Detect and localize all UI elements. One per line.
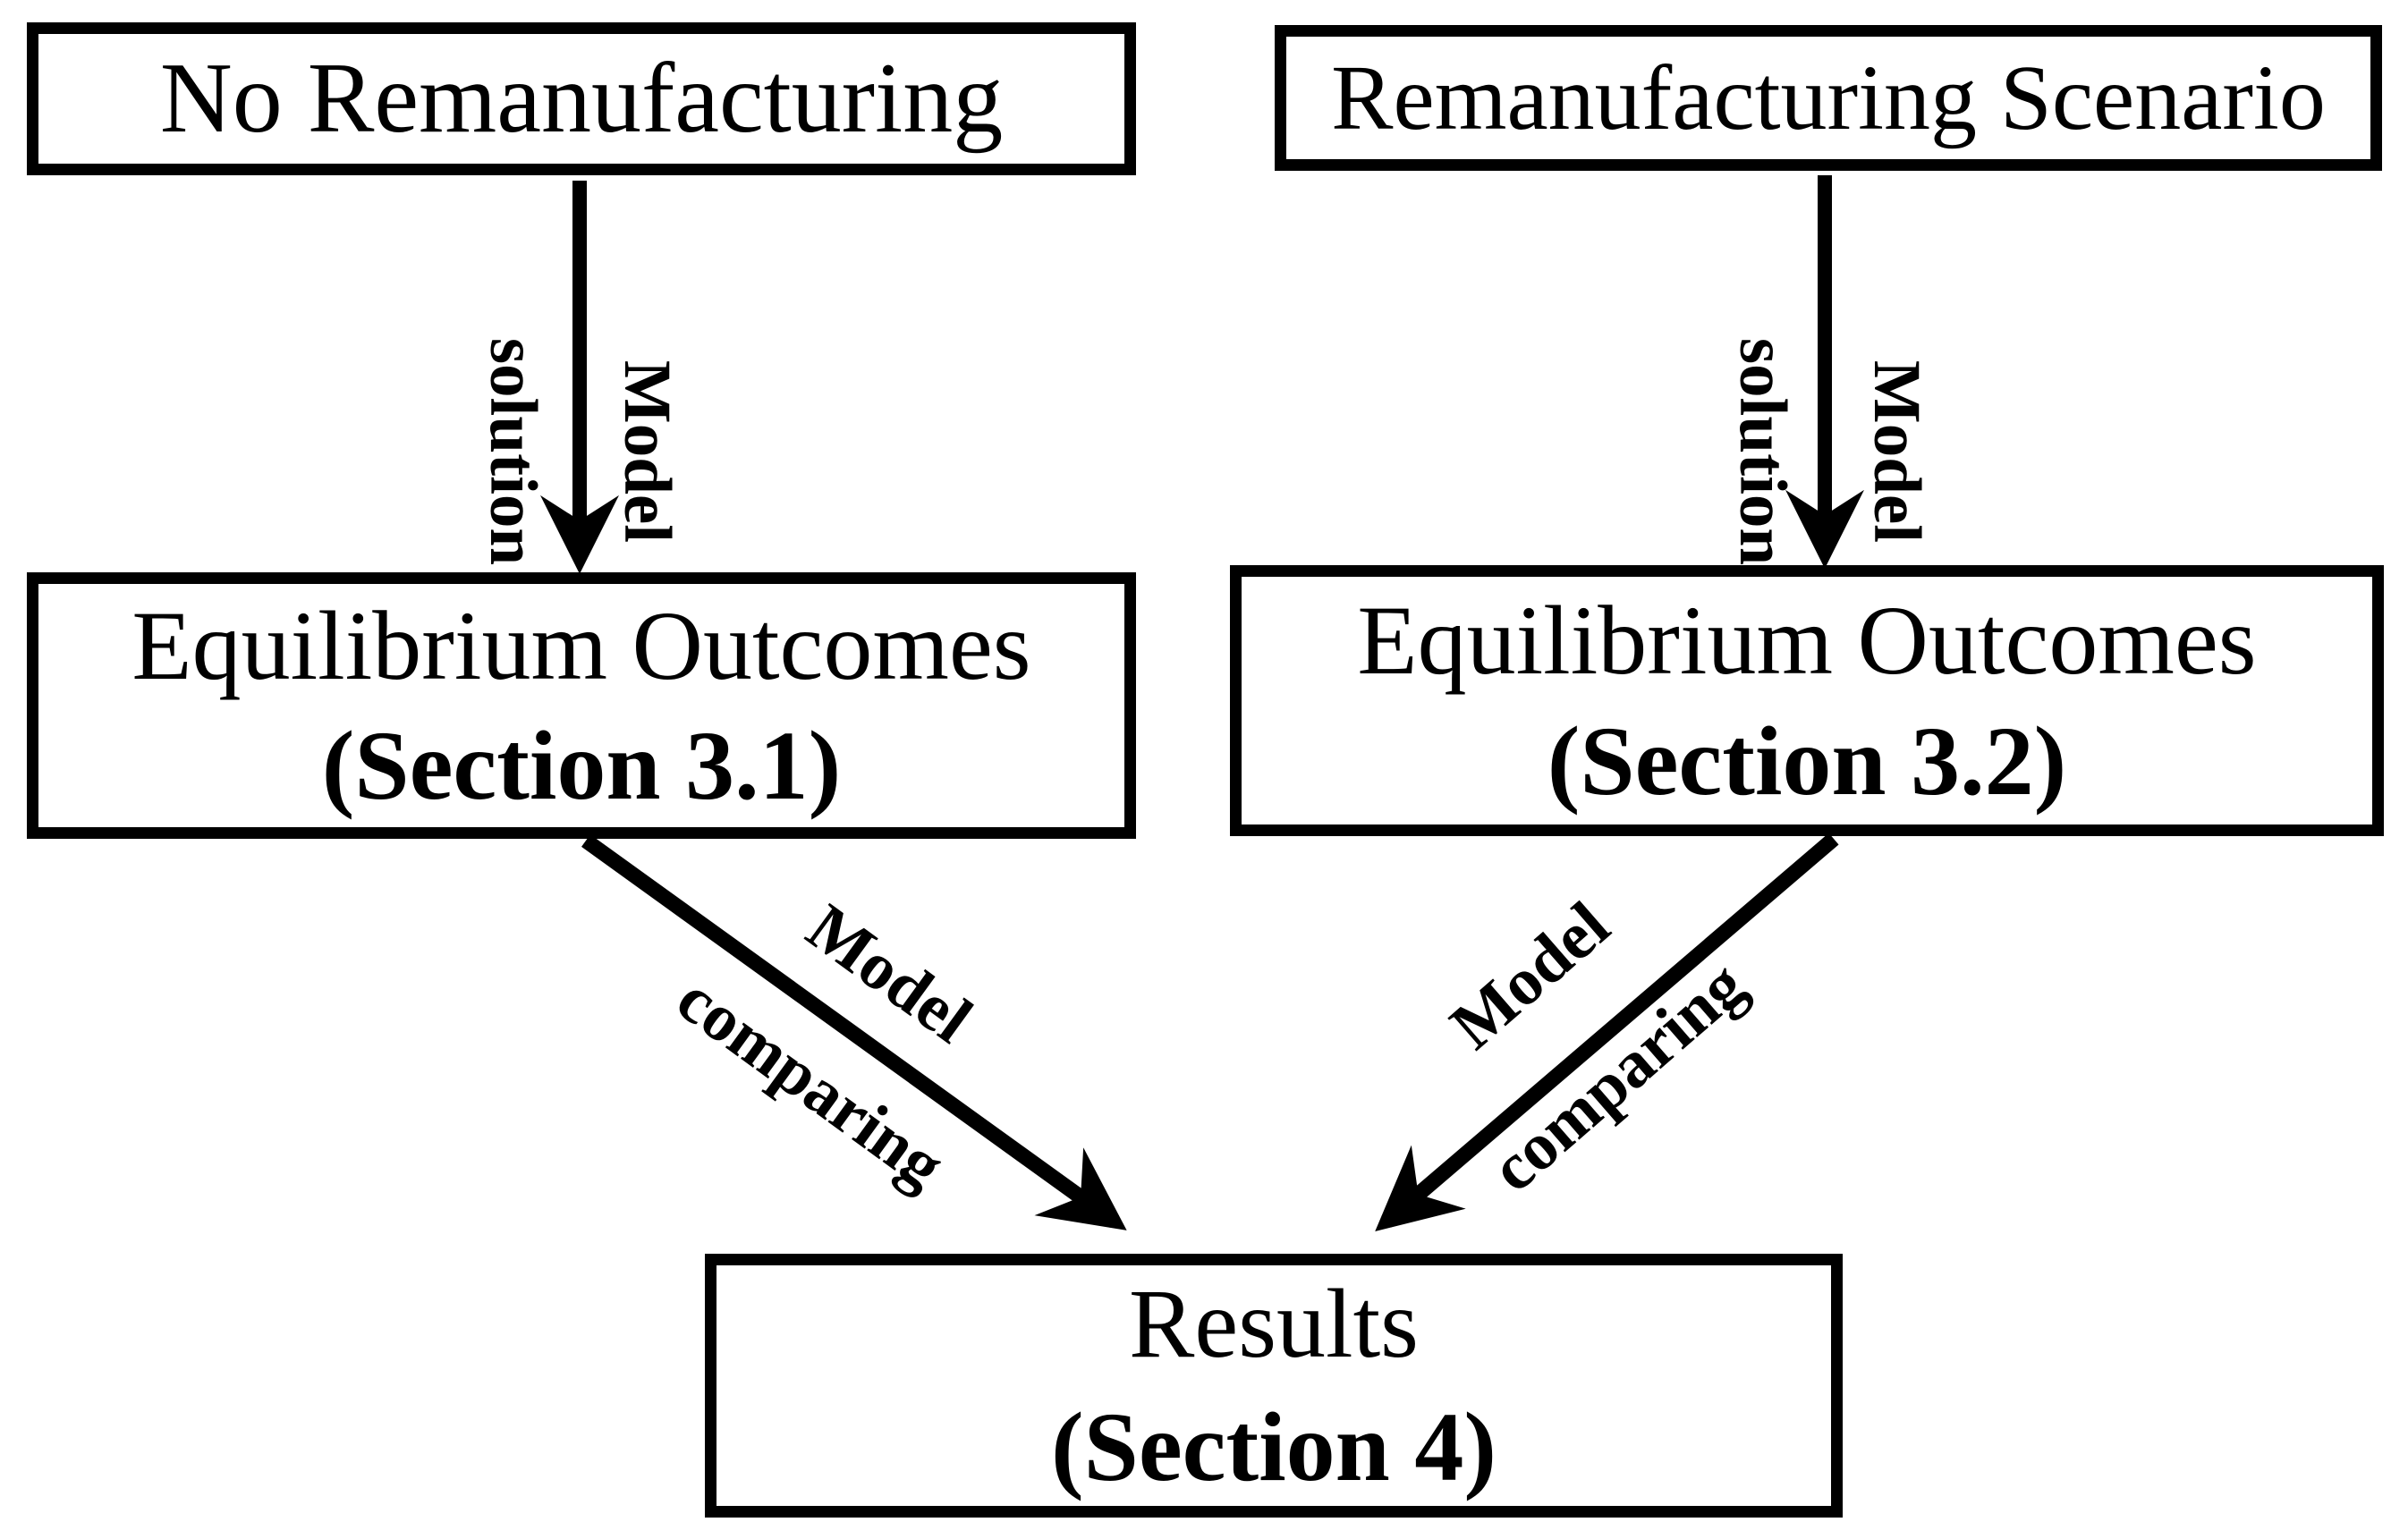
node-remanufacturing-scenario: Remanufacturing Scenario — [1275, 25, 2382, 171]
node-label: Results — [1129, 1269, 1419, 1378]
node-results: Results (Section 4) — [705, 1254, 1843, 1518]
node-no-remanufacturing: No Remanufacturing — [27, 22, 1136, 175]
node-sublabel: (Section 4) — [1051, 1391, 1497, 1501]
node-label: Equilibrium Outcomes — [1357, 586, 2257, 696]
node-label: Remanufacturing Scenario — [1331, 47, 2326, 149]
node-label: No Remanufacturing — [159, 43, 1004, 154]
node-sublabel: (Section 3.1) — [321, 711, 842, 820]
arrow-model-comparing-left — [581, 834, 1127, 1230]
edge-label-line: solution — [476, 337, 550, 566]
edge-label-model-solution-right: Model solution — [1695, 338, 1963, 565]
node-label: Equilibrium Outcomes — [131, 590, 1031, 700]
edge-label-line: Model — [610, 359, 684, 544]
edge-label-model-solution-left: Model solution — [445, 338, 714, 565]
edge-label-line: Model — [1860, 359, 1934, 544]
node-equilibrium-outcomes-3-2: Equilibrium Outcomes (Section 3.2) — [1230, 565, 2384, 836]
node-sublabel: (Section 3.2) — [1547, 706, 2067, 816]
edge-label-line: solution — [1725, 337, 1800, 566]
node-equilibrium-outcomes-3-1: Equilibrium Outcomes (Section 3.1) — [27, 572, 1136, 839]
arrow-model-comparing-right — [1375, 833, 1839, 1231]
